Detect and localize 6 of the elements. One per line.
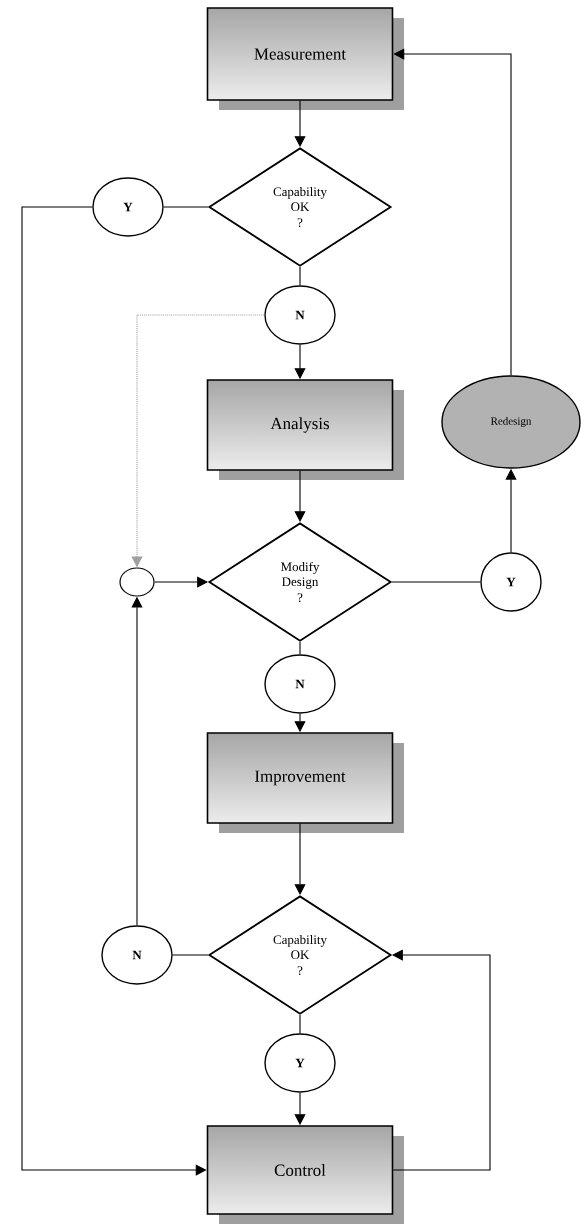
process-box: Analysis (206, 379, 404, 480)
arrow (393, 48, 512, 376)
process-box: Measurement (206, 7, 404, 110)
process-box: Improvement (206, 732, 404, 833)
process-box: Control (206, 1125, 404, 1224)
junction-circle (119, 567, 155, 597)
